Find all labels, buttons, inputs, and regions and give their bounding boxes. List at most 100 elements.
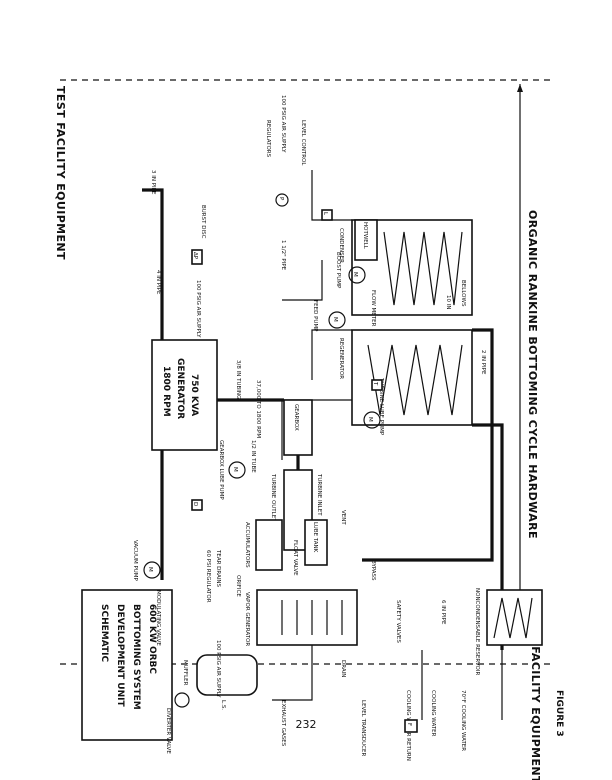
schematic-title-line-3: DEVELOPMENT UNIT bbox=[115, 604, 125, 707]
turbine-inlet-label: TURBINE INLET bbox=[316, 473, 322, 516]
exhaust-line bbox=[272, 645, 313, 701]
cooling-water-label: COOLING WATER bbox=[430, 690, 436, 737]
flow-instrument-f bbox=[404, 719, 418, 733]
boost-pump-label: BOOST PUMP bbox=[335, 252, 341, 289]
diverter-valve-label: DIVERTER VALVE bbox=[165, 708, 171, 754]
regenerator-coil bbox=[367, 344, 463, 416]
orifice-label: ORIFICE bbox=[235, 575, 241, 597]
tubing-half-label: 1/2 IN TUBE bbox=[250, 440, 256, 473]
pressure-gauge-mark: P bbox=[278, 197, 284, 201]
condensate-line bbox=[311, 170, 352, 221]
reservoir-coil bbox=[493, 597, 533, 639]
level-instrument bbox=[321, 209, 333, 221]
air-supply-left-label: 100 PSIG AIR SUPPLY bbox=[280, 95, 286, 153]
motor-mark-4: M bbox=[232, 467, 238, 472]
pipe-10in-label: 10 IN bbox=[445, 295, 451, 309]
arrow-head-left bbox=[517, 84, 523, 92]
bellows-label: BELLOWS bbox=[460, 280, 466, 307]
level-mark: L bbox=[322, 212, 328, 216]
noncondensable-reservoir-label: NONCONDENSABLE RESERVOIR bbox=[474, 588, 480, 675]
schematic-title-line-4: SCHEMATIC bbox=[99, 604, 109, 662]
muffler-label: MUFFLER bbox=[182, 660, 188, 686]
ls-mark: L.S. bbox=[220, 700, 226, 710]
hotwell-outlet-line bbox=[282, 260, 323, 301]
regenerator-liquid-line bbox=[311, 329, 352, 380]
motor-mark-1: M bbox=[367, 417, 373, 422]
condenser-label: CONDENSER bbox=[338, 228, 344, 263]
gearbox-lube-pump-label: GEARBOX LUBE PUMP bbox=[218, 440, 224, 500]
dp-instrument bbox=[191, 249, 203, 265]
pipe-2in-label: 2 IN PIPE bbox=[480, 350, 486, 375]
exhaust-gases-label: EXHAUST GASES bbox=[280, 700, 286, 747]
drain-label: DRAIN bbox=[340, 660, 346, 677]
temp-mark: T bbox=[372, 381, 378, 386]
zone-label-left: TEST FACILITY EQUIPMENT bbox=[54, 86, 67, 260]
gearbox-label: GEARBOX bbox=[293, 404, 299, 431]
gearbox-rpm-label: 37,000 TO 1800 RPM bbox=[255, 380, 261, 438]
level-control-label: LEVEL CONTROL bbox=[300, 120, 306, 166]
regulator-60-label: 60 PSI REGULATOR bbox=[205, 550, 211, 603]
generator-line-1: 750 KVA bbox=[189, 374, 199, 416]
drain-mark: D bbox=[192, 502, 198, 506]
generator-line-2: GENERATOR bbox=[175, 358, 185, 419]
diverter-valve-symbol bbox=[174, 692, 190, 708]
vent-label: VENT bbox=[340, 510, 346, 525]
motor-mark-2: M bbox=[332, 317, 338, 322]
accumulators-label: ACCUMULATORS bbox=[244, 522, 250, 568]
motor-mark-5: M bbox=[147, 567, 153, 572]
cooling-inlet-label: 70°F COOLING WATER bbox=[460, 690, 466, 751]
lube-tank-box bbox=[304, 519, 328, 566]
feed-pump-label: FEED PUMP bbox=[312, 300, 318, 332]
air-supply-right-label: 100 PSIG AIR SUPPLY bbox=[195, 280, 201, 338]
regenerator-label: REGENERATOR bbox=[338, 338, 344, 379]
motor-mark-3: M bbox=[352, 272, 358, 277]
turbine-exhaust-pipe bbox=[362, 328, 494, 562]
accumulators-box bbox=[255, 519, 283, 571]
level-transducer-label: LEVEL TRANSDUCER bbox=[360, 700, 366, 756]
lube-tank-label: LUBE TANK bbox=[312, 522, 318, 553]
generator-box bbox=[151, 339, 218, 451]
diagram-title: ORGANIC RANKINE BOTTOMING CYCLE HARDWARE bbox=[526, 210, 539, 539]
generator-line-3: 1800 RPM bbox=[161, 366, 171, 417]
air-supply-top-label: 100 PSIG AIR SUPPLY bbox=[215, 640, 221, 698]
regulators-label: REGULATORS bbox=[265, 120, 271, 158]
hotwell-label: HOTWELL bbox=[362, 222, 368, 250]
vacuum-pump-label: VACUUM PUMP bbox=[132, 540, 138, 582]
pipe-1-5-label: 1 1/2" PIPE bbox=[280, 240, 286, 271]
vacuum-pump-motor bbox=[143, 561, 161, 579]
burst-disc-label: BURST DISC bbox=[200, 205, 206, 239]
drain-instrument bbox=[191, 499, 203, 511]
turbine-outlet-label: TURBINE OUTLET bbox=[270, 473, 276, 522]
dp-mark: ΔP bbox=[192, 252, 198, 260]
pipe-6in-label: 6 IN PIPE bbox=[440, 600, 446, 625]
schematic-title-box bbox=[81, 589, 173, 741]
main-vapor-pipe bbox=[142, 188, 164, 580]
condenser-coil bbox=[383, 231, 463, 306]
zone-label-right: TEST FACILITY EQUIPMENT bbox=[529, 610, 542, 780]
modulating-valve-label: MODULATING VALVE bbox=[155, 590, 161, 646]
tear-drains-label: TEAR DRAINS bbox=[215, 549, 221, 587]
pressure-gauge-symbol bbox=[275, 193, 289, 207]
boost-pump-motor bbox=[348, 266, 366, 284]
gearbox-lube-pump-motor bbox=[228, 461, 246, 479]
page-number: 232 bbox=[295, 718, 317, 731]
pipe-4in-label: 4 IN PIPE bbox=[155, 270, 161, 295]
flow-meter-label: FLOW METER bbox=[370, 290, 376, 327]
feed-pump-motor bbox=[328, 311, 346, 329]
hotwell-box bbox=[354, 219, 378, 261]
muffler-box bbox=[196, 654, 258, 696]
temp-instrument bbox=[371, 379, 383, 391]
vapor-generator-label: VAPOR GENERATOR bbox=[244, 592, 250, 646]
regenerator-outlet-pipe bbox=[472, 423, 504, 650]
regenerator-box bbox=[351, 329, 473, 426]
schematic-title-line-1: 600 KW ORBC bbox=[147, 604, 157, 674]
flow-mark: F bbox=[406, 723, 412, 726]
safety-valves-label: SAFETY VALVES bbox=[395, 600, 401, 643]
pipe-3in-label: 3 IN PIPE bbox=[150, 170, 156, 195]
tubing-3-8-label: 3/8 IN TUBING bbox=[235, 360, 241, 399]
bypass-label: BYPASS bbox=[370, 560, 376, 581]
turbine-lube-pump-motor bbox=[363, 411, 381, 429]
float-valve-label: FLOAT VALVE bbox=[292, 540, 298, 576]
schematic-title-line-2: BOTTOMING SYSTEM bbox=[131, 604, 141, 710]
